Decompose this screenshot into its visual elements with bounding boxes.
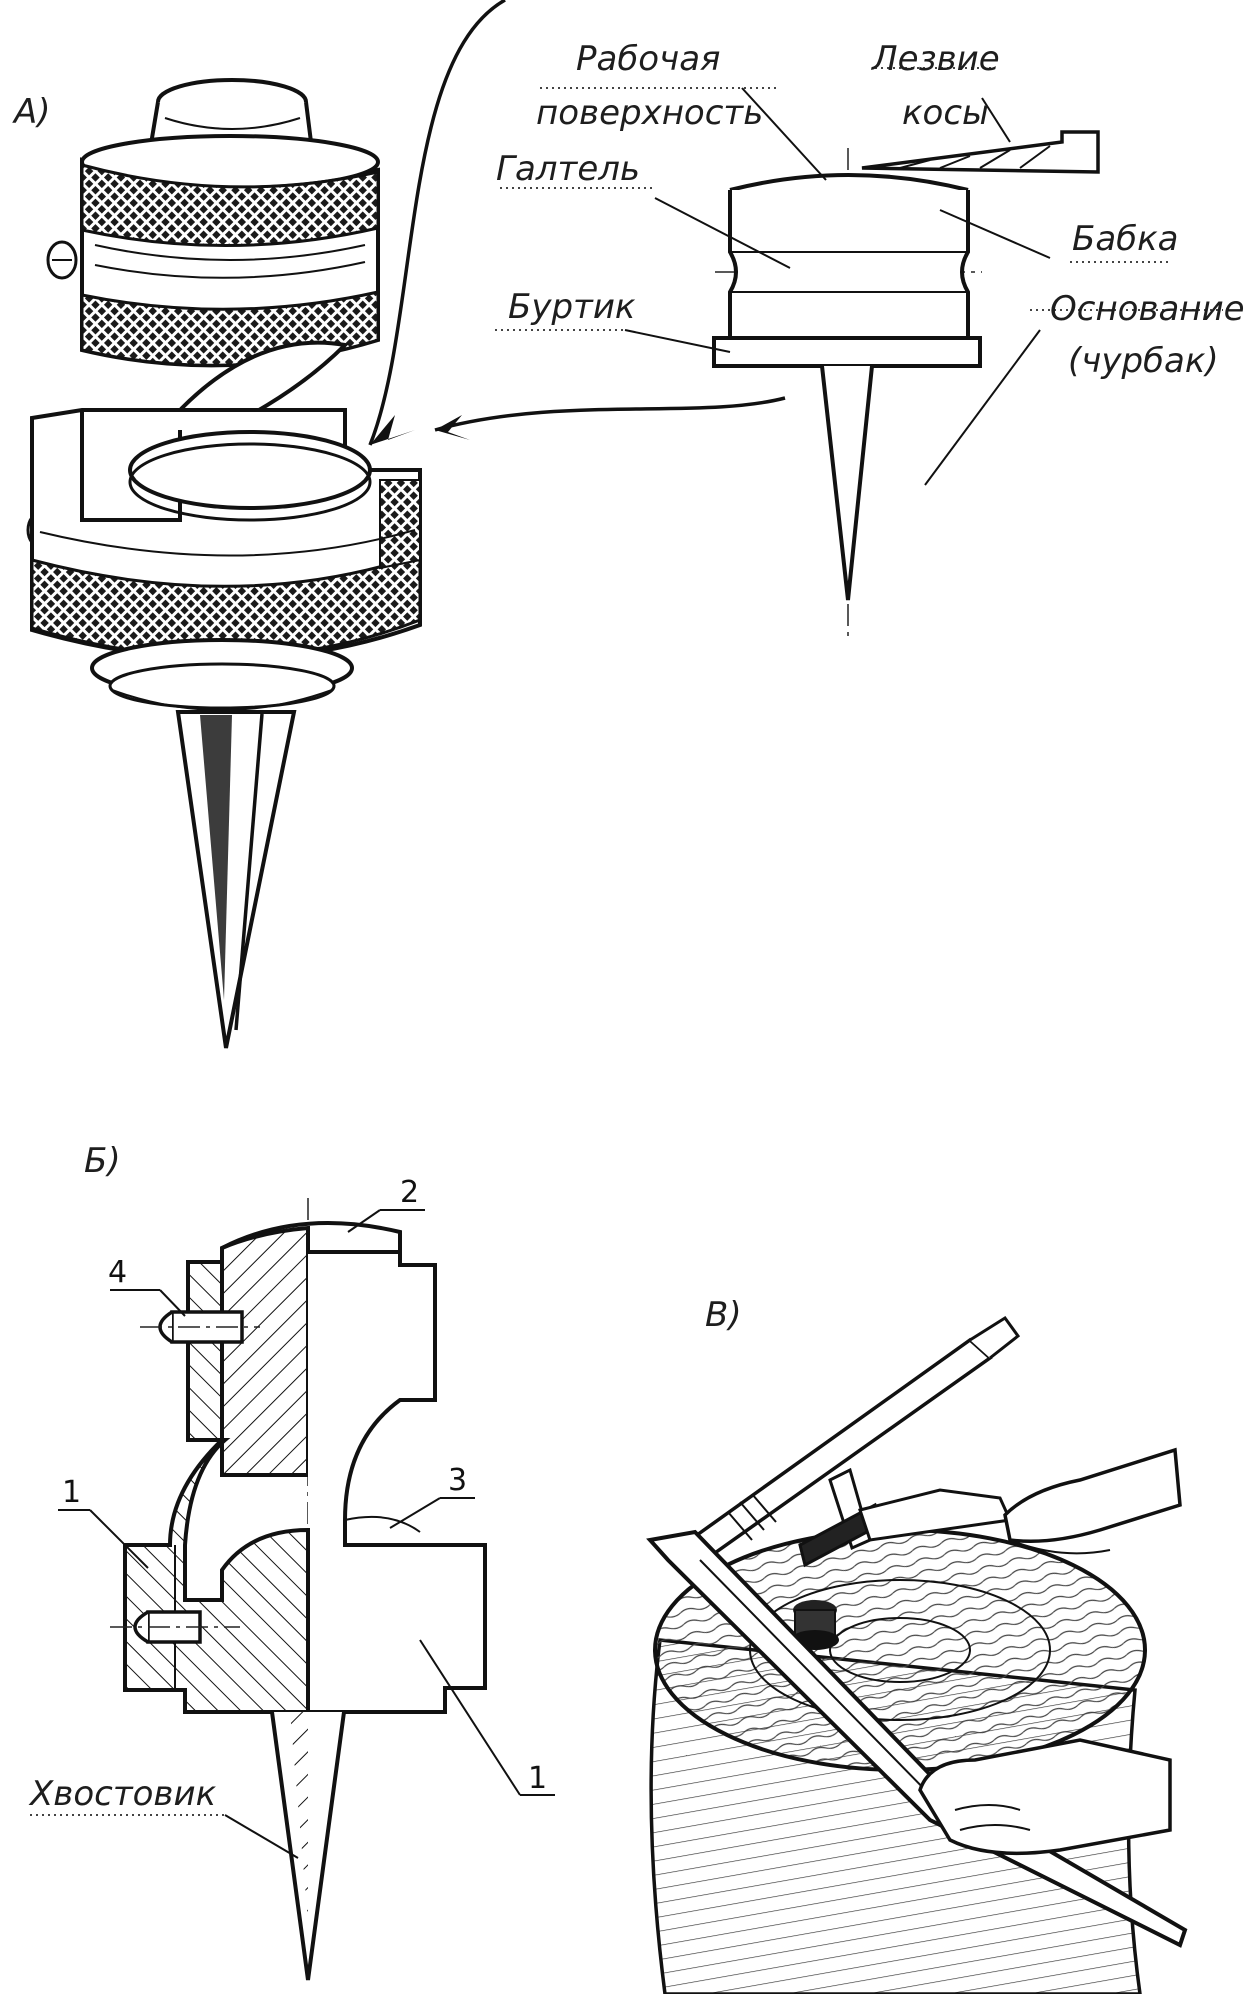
scythe-blade [861, 130, 1100, 174]
label-scythe-blade-line1: Лезвие [870, 39, 1000, 79]
callout-1-left: 1 [62, 1475, 81, 1510]
panel-a-anvil-illustration: А) [12, 0, 786, 1049]
label-base-line2: (чурбак) [1068, 341, 1219, 381]
label-shank: Хвостовик [28, 1774, 217, 1814]
panel-b-section: Б) 2 4 3 1 1 [28, 1141, 555, 1985]
label-working-surface-line1: Рабочая [576, 39, 720, 79]
label-head: Бабка [1072, 219, 1179, 259]
head-babka [728, 190, 970, 340]
callout-3: 3 [448, 1463, 467, 1498]
callout-2: 2 [400, 1175, 419, 1210]
label-fillet: Галтель [496, 149, 640, 189]
schematic-spike [820, 365, 874, 601]
callout-1-right: 1 [528, 1761, 547, 1796]
anvil-disc [128, 430, 372, 510]
callout-4: 4 [108, 1255, 127, 1290]
label-working-surface-line2: поверхность [536, 93, 763, 133]
panel-b-letter: Б) [84, 1141, 121, 1181]
panel-c-letter: В) [705, 1295, 742, 1335]
label-base-line1: Основание [1050, 289, 1245, 329]
scythe-blade-c [646, 1529, 1188, 1948]
anvil-spike [175, 710, 297, 1049]
panel-a-schematic: Рабочая поверхность Лезвие косы Галтель … [495, 39, 1245, 640]
hand-top [1003, 1447, 1182, 1543]
label-scythe-blade-line2: косы [902, 93, 989, 133]
collar-burtik [712, 336, 982, 368]
panel-a-letter: А) [12, 92, 51, 132]
label-collar: Буртик [508, 287, 636, 327]
section-right-half [308, 1250, 487, 1714]
panel-c-usage-illustration: В) [646, 1295, 1188, 1994]
